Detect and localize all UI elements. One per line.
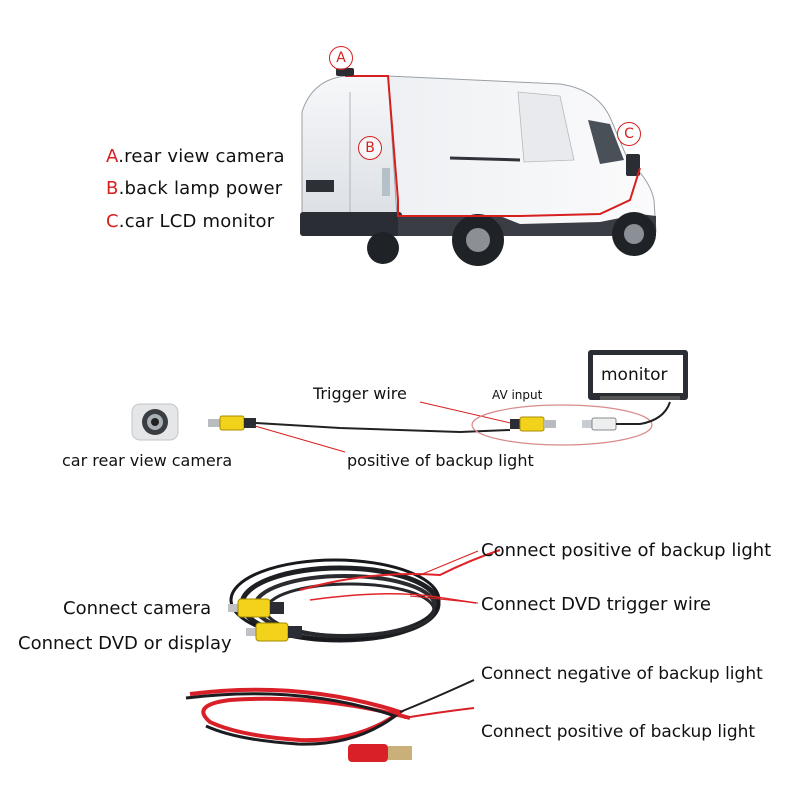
cable-negative-backup-label: Connect negative of backup light [481,664,763,684]
cable-dvd-trigger-label: Connect DVD trigger wire [481,594,711,615]
av-input-label: AV input [492,388,543,402]
trigger-wire-label: Trigger wire [313,384,407,403]
legend-text-a: .rear view camera [118,146,285,167]
van-tag-c: C [617,122,641,146]
camera-label: car rear view camera [62,451,233,470]
cable-positive-backup-label: Connect positive of backup light [481,540,772,561]
legend-letter-c: C [106,211,119,232]
legend-text-c: .car LCD monitor [118,211,275,232]
legend-letter-a: A [106,146,119,167]
legend-item-a: A.rear view camera [106,146,285,167]
van-tag-a: A [329,46,353,70]
van-tag-b: B [358,136,382,160]
legend-item-b: B.back lamp power [106,178,282,199]
cable-dvd-display-label: Connect DVD or display [18,633,232,654]
monitor-label: monitor [601,365,668,385]
legend-text-b: .back lamp power [118,178,283,199]
legend-letter-b: B [106,178,119,199]
legend-item-c: C.car LCD monitor [106,211,274,232]
positive-label: positive of backup light [347,451,534,470]
cable-camera-label: Connect camera [63,598,212,619]
cable-positive-backup-2-label: Connect positive of backup light [481,722,756,742]
